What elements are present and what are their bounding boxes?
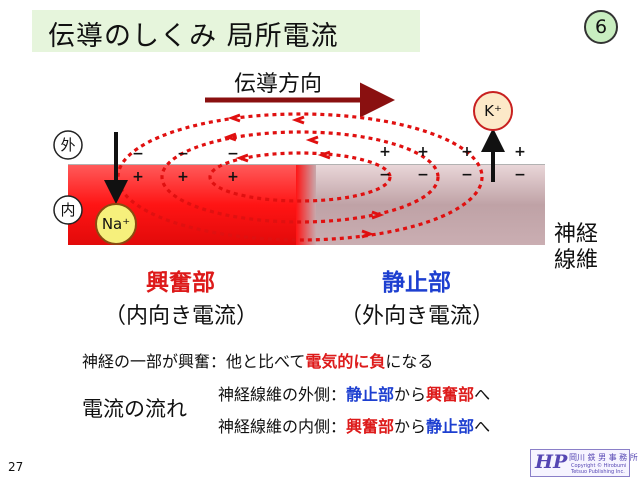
page-number: 27 [8, 460, 24, 474]
flow-outer-from: 静止部 [346, 385, 395, 404]
nerve-label-line2: 線維 [553, 248, 598, 273]
statement-line: 神経の一部が興奮：他と比べて電気的に負になる [82, 348, 433, 372]
current-arrowhead [361, 229, 375, 239]
sign-plus: + [379, 144, 391, 160]
sign-plus: + [227, 169, 239, 185]
k-label: K⁺ [484, 102, 502, 120]
current-arrowhead [227, 113, 241, 123]
sign-minus: − [132, 146, 144, 162]
flow-outer-mid: から [394, 385, 427, 404]
current-arrowhead [371, 210, 385, 220]
statement-highlight: 電気的に負 [305, 352, 386, 371]
flow-outer-suffix: へ [474, 385, 491, 404]
sign-minus: − [461, 167, 473, 183]
page-badge: 6 [584, 10, 618, 44]
flow-inner-prefix: 神経線維の内側： [218, 417, 347, 436]
sign-minus: − [177, 146, 189, 162]
current-loop-middle [160, 130, 440, 224]
flow-outer-prefix: 神経線維の外側： [218, 385, 347, 404]
sign-minus: − [417, 167, 429, 183]
inside-label: 内 [60, 201, 75, 219]
current-arrowhead [291, 115, 305, 125]
current-arrowhead [317, 150, 331, 160]
logo-copyright: Copyright © Hirobumi Tetsuo Publishing I… [571, 463, 627, 475]
rest-region-sub: （外向き電流） [340, 304, 495, 329]
nerve-diagram: − − − + + + + + + + − − − − 外 内 Na⁺ K⁺ [53, 82, 545, 245]
rest-region-label: 静止部 [382, 270, 451, 296]
current-arrowhead [223, 132, 237, 142]
rest-outer-signs: + + + + [379, 144, 526, 160]
title-band [32, 10, 420, 52]
sign-minus: − [514, 167, 526, 183]
flow-inner-line: 神経線維の内側：興奮部から静止部へ [218, 413, 490, 437]
outside-label: 外 [60, 136, 75, 154]
inside-badge [53, 195, 83, 225]
excited-inner-signs: + + + [132, 169, 239, 185]
logo-mark: HP [535, 451, 568, 473]
publisher-logo: HP 岡川 鉄 男 事 務 所 Copyright © Hirobumi Tet… [530, 449, 638, 477]
current-loop-outer [116, 112, 484, 242]
flow-inner-suffix: へ [474, 417, 491, 436]
flow-heading: 電流の流れ [82, 397, 187, 421]
outside-badge [53, 130, 83, 160]
excited-region-sub: （内向き電流） [104, 304, 259, 329]
sign-minus: − [379, 167, 391, 183]
flow-inner-mid: から [394, 417, 427, 436]
current-arrowhead [235, 153, 249, 163]
excited-outer-signs: − − − [132, 146, 239, 162]
sign-plus: + [417, 144, 429, 160]
flow-outer-line: 神経線維の外側：静止部から興奮部へ [218, 381, 490, 405]
region-transition [296, 165, 316, 245]
sign-minus: − [227, 146, 239, 162]
statement-part1: 神経の一部が興奮：他と比べて [82, 352, 306, 371]
logo-name: 岡川 鉄 男 事 務 所 [569, 453, 638, 462]
resting-region-body [306, 165, 545, 245]
sign-plus: + [461, 144, 473, 160]
sign-plus: + [514, 144, 526, 160]
nerve-fiber-label: 神経 線維 [546, 222, 606, 274]
direction-label: 伝導方向 [234, 72, 323, 97]
flow-inner-from: 興奮部 [346, 417, 395, 436]
rest-inner-signs: − − − − [379, 167, 526, 183]
sign-plus: + [177, 169, 189, 185]
sign-plus: + [132, 169, 144, 185]
k-ion [473, 91, 513, 131]
flow-outer-to: 興奮部 [426, 385, 475, 404]
page-title: 伝導のしくみ 局所電流 [48, 21, 339, 52]
na-label: Na⁺ [102, 215, 130, 233]
statement-part2: になる [385, 352, 434, 371]
na-ion [95, 203, 137, 245]
current-arrowhead [305, 135, 319, 145]
flow-inner-to: 静止部 [426, 417, 475, 436]
nerve-label-line1: 神経 [553, 222, 598, 247]
current-loop-inner [208, 151, 392, 203]
excited-region-label: 興奮部 [146, 270, 215, 296]
